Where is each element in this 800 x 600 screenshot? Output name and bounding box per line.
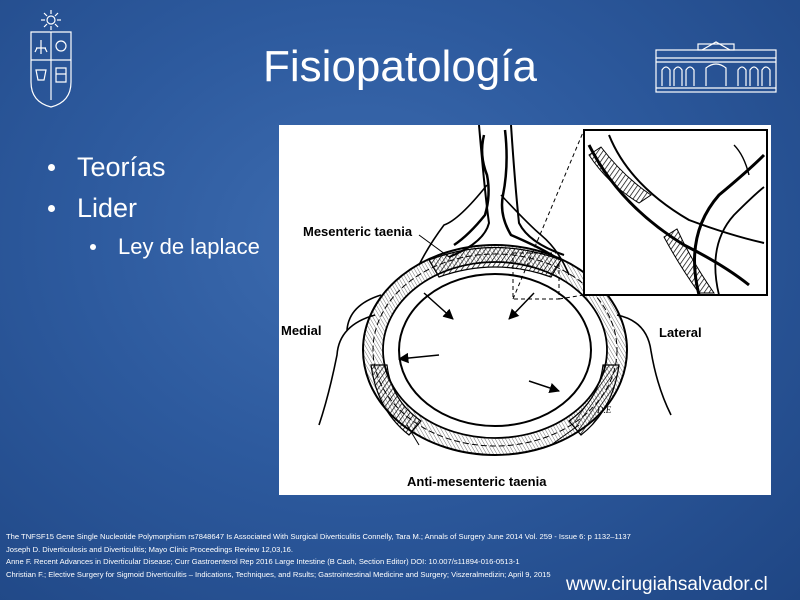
footer-website: www.cirugiahsalvador.cl — [566, 574, 768, 595]
bullet-text: Ley de laplace — [118, 234, 260, 259]
right-fold — [616, 314, 672, 416]
label-medial: Medial — [281, 323, 321, 338]
detail-callout-box — [512, 252, 560, 300]
bullet-item: Teorías — [48, 152, 260, 183]
label-mesenteric-taenia: Mesenteric taenia — [303, 224, 413, 239]
left-fold — [318, 314, 376, 426]
slide-title: Fisiopatología — [263, 42, 537, 91]
colon-cross-section-diagram: Mesenteric taenia Medial Lateral Anti-me… — [281, 124, 768, 489]
reference-item: Anne F. Recent Advances in Diverticular … — [6, 557, 520, 566]
references: The TNFSF15 Gene Single Nucleotide Polym… — [6, 531, 706, 581]
colon-cross-section-figure: Mesenteric taenia Medial Lateral Anti-me… — [279, 124, 771, 495]
label-anti-mesenteric-taenia: Anti-mesenteric taenia — [407, 474, 547, 489]
bullet-dot-icon — [48, 164, 55, 171]
pressure-arrow — [423, 292, 454, 320]
reference-item: Christian F.; Elective Surgery for Sigmo… — [6, 569, 551, 579]
bullet-item: Lider — [48, 193, 260, 224]
bullet-text: Lider — [77, 193, 138, 223]
reference-item: The TNFSF15 Gene Single Nucleotide Polym… — [6, 532, 631, 541]
pressure-arrow — [508, 292, 535, 320]
pressure-arrow — [528, 380, 560, 393]
sub-bullet-item: Ley de laplace — [90, 234, 260, 260]
mesenteric-taenia — [428, 246, 562, 278]
artist-signature: D.E — [596, 405, 612, 415]
hospital-building-logo — [655, 41, 777, 93]
anti-mesenteric-taenia-left — [370, 364, 422, 436]
bullet-text: Teorías — [77, 152, 166, 182]
inset-detail — [583, 129, 768, 296]
bullet-dot-icon — [90, 244, 96, 250]
blood-vessel — [453, 134, 490, 247]
reference-item: Joseph D. Diverticulosis and Diverticuli… — [6, 544, 293, 554]
pressure-arrow — [397, 352, 440, 364]
bullet-list: Teorías Lider Ley de laplace — [48, 152, 260, 260]
blood-vessel — [500, 129, 556, 259]
university-crest-logo — [30, 10, 72, 108]
label-lateral: Lateral — [659, 325, 702, 340]
bullet-dot-icon — [48, 205, 55, 212]
